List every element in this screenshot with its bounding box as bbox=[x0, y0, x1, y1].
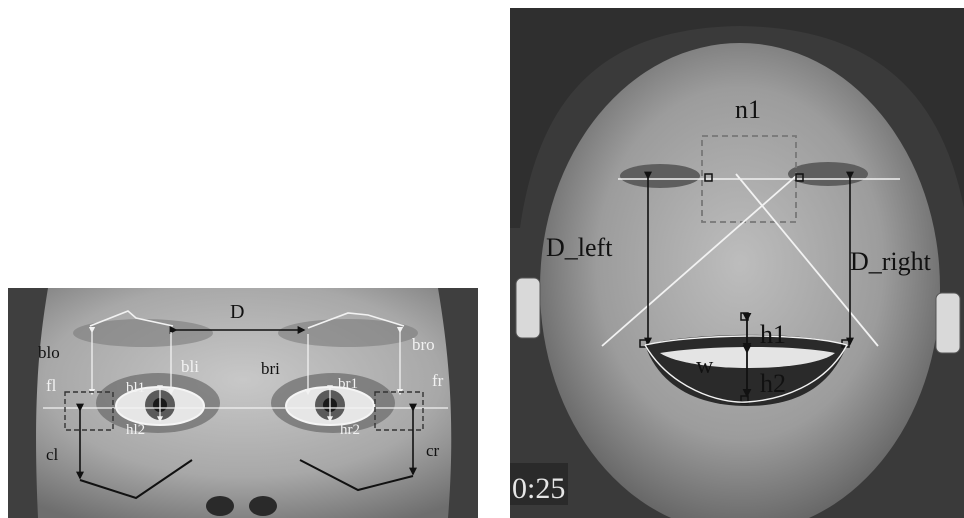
label-n1: n1 bbox=[735, 95, 761, 124]
left-brow-shade bbox=[73, 319, 213, 347]
mouth-measurement-figure: 0:25 n1 D_left D_right h1 h2 w bbox=[510, 8, 964, 518]
label-bli: bli bbox=[181, 357, 199, 376]
label-cl: cl bbox=[46, 445, 59, 464]
label-cr: cr bbox=[426, 441, 440, 460]
left-eye bbox=[620, 164, 700, 188]
label-bl1: bl1 bbox=[126, 380, 145, 396]
label-D-right: D_right bbox=[850, 247, 932, 276]
label-bri: bri bbox=[261, 359, 280, 378]
label-h2: h2 bbox=[760, 369, 786, 398]
label-fl: fl bbox=[46, 376, 57, 395]
mouth-measurement-svg: 0:25 n1 D_left D_right h1 h2 w bbox=[510, 8, 964, 518]
label-bro: bro bbox=[412, 335, 435, 354]
timestamp: 0:25 bbox=[512, 472, 565, 505]
eyes-measurement-figure: D blo bli bri bro fl fr bl1 br1 hl2 hr2 … bbox=[8, 288, 478, 518]
label-h1: h1 bbox=[760, 320, 786, 349]
label-D: D bbox=[230, 301, 244, 323]
label-D-left: D_left bbox=[546, 233, 613, 262]
label-br1: br1 bbox=[338, 376, 358, 392]
right-earring bbox=[936, 293, 960, 353]
label-w: w bbox=[696, 353, 714, 379]
label-fr: fr bbox=[432, 371, 444, 390]
left-earring bbox=[516, 278, 540, 338]
label-blo: blo bbox=[38, 343, 60, 362]
nose-left-nostril bbox=[206, 496, 234, 516]
eyes-measurement-svg: D blo bli bri bro fl fr bl1 br1 hl2 hr2 … bbox=[8, 288, 478, 518]
label-hr2: hr2 bbox=[340, 422, 360, 438]
label-hl2: hl2 bbox=[126, 422, 145, 438]
nose-right-nostril bbox=[249, 496, 277, 516]
